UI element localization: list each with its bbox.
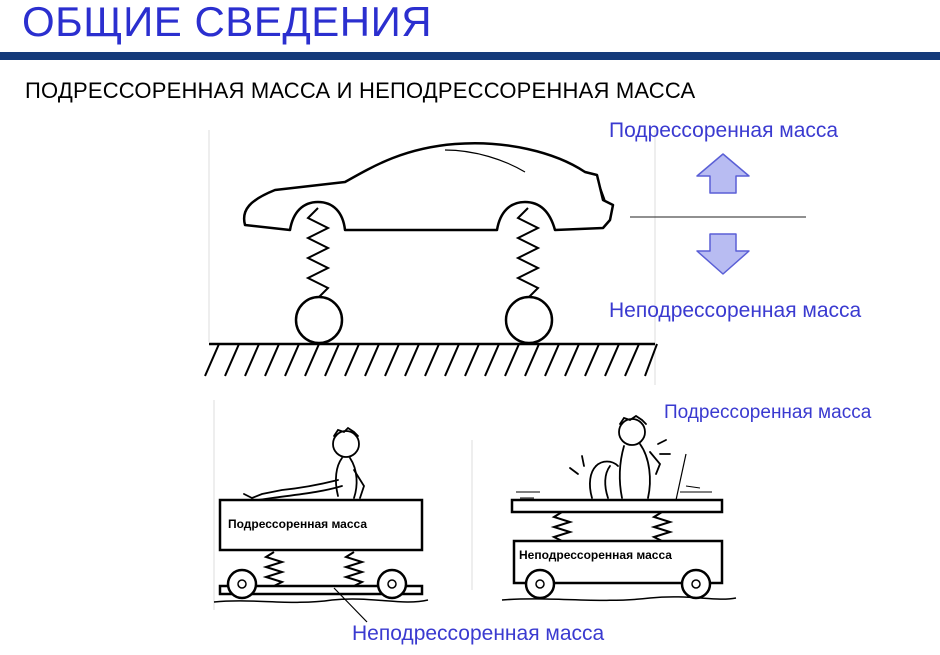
title-divider xyxy=(0,52,940,60)
down-arrow-icon xyxy=(696,233,750,275)
right-cart-illustration xyxy=(471,414,737,602)
front-spring xyxy=(305,207,331,299)
divider-line xyxy=(630,216,806,218)
rear-wheel xyxy=(504,295,554,345)
right-top-label: Подрессоренная масса xyxy=(664,402,872,423)
legend-sprung-label: Подрессоренная масса xyxy=(609,119,839,142)
up-arrow-icon xyxy=(696,153,750,194)
section-subtitle: ПОДРЕССОРЕННАЯ МАССА И НЕПОДРЕССОРЕННАЯ … xyxy=(25,78,696,103)
legend-unsprung-label: Неподрессоренная масса xyxy=(609,299,862,322)
left-box-label: Подрессоренная масса xyxy=(228,517,368,531)
front-wheel xyxy=(294,295,344,345)
left-sprung-box xyxy=(218,498,424,552)
relaxed-person-figure xyxy=(243,426,365,503)
startled-person-figure xyxy=(569,414,671,499)
right-box-label: Неподрессоренная масса xyxy=(519,548,672,562)
car-suspension-illustration xyxy=(204,130,658,385)
car-body xyxy=(242,142,615,232)
left-cart-illustration xyxy=(213,400,429,623)
bottom-unsprung-label: Неподрессоренная масса xyxy=(352,622,605,645)
rear-spring xyxy=(515,207,541,299)
page-title: ОБЩИЕ СВЕДЕНИЯ xyxy=(22,0,433,45)
right-sprung-plate xyxy=(510,498,724,514)
